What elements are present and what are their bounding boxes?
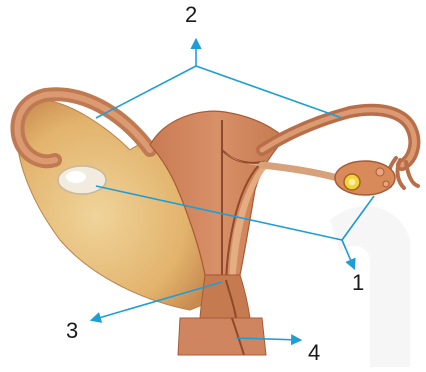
watermark-shape (330, 206, 410, 367)
callout-label-4: 4 (308, 342, 320, 364)
callout-label-2: 2 (185, 4, 197, 26)
callout-label-1: 1 (352, 272, 364, 294)
callout-line-2-right (196, 66, 342, 118)
callout-label-3: 3 (66, 320, 78, 342)
vagina (178, 318, 266, 355)
ovarian-ligament (262, 165, 338, 178)
callout-line-2-left (96, 66, 196, 118)
right-ovary (335, 161, 395, 195)
cervix (200, 275, 250, 318)
